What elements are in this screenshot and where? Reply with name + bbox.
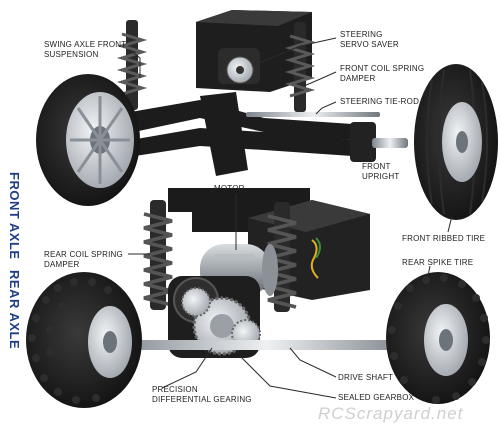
label-motor: MOTOR: [214, 184, 245, 193]
rear-left-spike-wheel: [26, 272, 142, 408]
leader-swing-axle: [129, 49, 141, 78]
leader-lines: [128, 37, 453, 399]
front-coil-spring-damper-right: [284, 22, 316, 112]
leader-front-damper: [303, 71, 337, 87]
rear-spike-tire-wheel: [386, 272, 490, 404]
label-rear-spike-tire: REAR SPIKE TIRE: [402, 258, 474, 267]
leader-front-upright: [369, 149, 373, 161]
leader-drive-shaft: [289, 347, 337, 378]
servo-box: [196, 10, 312, 92]
label-front-ribbed-tire: FRONT RIBBED TIRE: [402, 234, 486, 243]
leader-rear-spike-tire: [427, 265, 431, 277]
leader-servo-saver: [251, 37, 337, 67]
leader-tie-rod: [315, 101, 337, 115]
label-swing-axle-front-suspension: SWING AXLE FRONT SUSPENSION: [44, 40, 127, 59]
label-front-upright: FRONT UPRIGHT: [362, 162, 400, 181]
label-steering-tie-rod: STEERING TIE-ROD: [340, 97, 420, 106]
front-ribbed-tire-wheel: [414, 64, 498, 220]
rear-axle-title: REAR AXLE: [7, 270, 22, 350]
front-axle-title: FRONT AXLE: [7, 172, 22, 260]
front-upright: [350, 122, 408, 162]
rear-axle-assembly: [26, 188, 490, 408]
leader-front-ribbed-tire: [447, 215, 453, 233]
label-drive-shaft: DRIVE SHAFT: [338, 373, 394, 382]
front-coil-spring-damper-left: [116, 20, 148, 110]
drive-shaft: [106, 340, 428, 350]
steering-tie-rod: [246, 112, 380, 117]
front-left-wheel: [36, 74, 140, 206]
front-axle-assembly: [36, 10, 498, 220]
rear-coil-spring-damper-right: [267, 202, 297, 312]
label-rear-coil-spring-damper: REAR COIL SPRING DAMPER: [44, 250, 123, 269]
leader-differential: [161, 347, 213, 389]
leader-sealed-gearbox: [239, 355, 337, 399]
rear-coil-spring-damper-left: [143, 200, 173, 310]
watermark: RCScrapyard.net: [318, 404, 464, 423]
label-front-coil-spring-damper: FRONT COIL SPRING DAMPER: [340, 64, 425, 83]
label-steering-servo-saver: STEERING SERVO SAVER: [340, 30, 399, 49]
label-sealed-gearbox: SEALED GEARBOX: [338, 393, 415, 402]
label-precision-differential-gearing: PRECISION DIFFERENTIAL GEARING: [152, 385, 252, 404]
